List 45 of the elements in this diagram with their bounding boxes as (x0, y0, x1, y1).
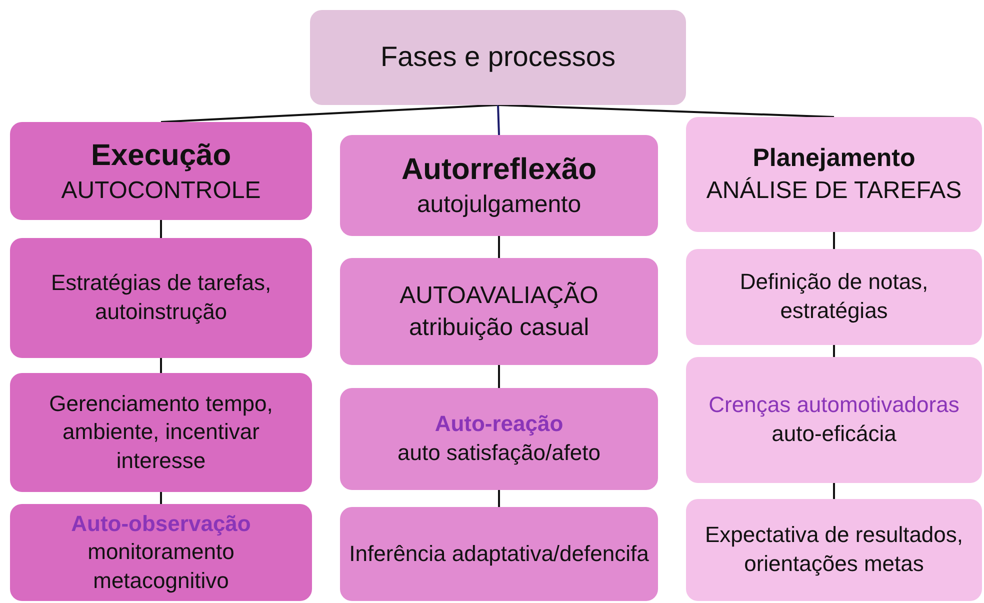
body-text: Gerenciamento tempo, ambiente, incentivar interesse (48, 390, 274, 475)
process-box (10, 373, 312, 492)
connector-line (498, 236, 500, 258)
subtitle-text: autojulgamento (416, 190, 582, 220)
process-box (686, 249, 982, 345)
phase-title: Planejamento (752, 143, 916, 174)
phase-box (340, 135, 658, 236)
process-box (340, 507, 658, 601)
body-text: auto-eficácia (772, 420, 896, 448)
body-text: Inferência adaptativa/defencifa (349, 540, 649, 568)
body-text: monitoramento metacognitivo (86, 538, 236, 595)
title-box (310, 10, 686, 105)
process-box (686, 357, 982, 483)
connector-line (497, 104, 500, 136)
connector-line (160, 104, 498, 123)
process-box (10, 504, 312, 601)
connector-line (160, 492, 162, 504)
process-heading: Auto-reação (434, 410, 564, 438)
process-heading: Crenças automotivadoras (708, 391, 960, 420)
phase-box (686, 117, 982, 232)
subtitle-text: ANÁLISE DE TAREFAS (706, 176, 962, 206)
process-box (686, 499, 982, 601)
subtitle-text: AUTOAVALIAÇÃO (400, 280, 598, 312)
process-heading: Auto-observação (71, 510, 251, 538)
process-box (10, 238, 312, 358)
process-box (340, 258, 658, 365)
body-text: Estratégias de tarefas, autoinstrução (50, 269, 272, 326)
phase-box (10, 122, 312, 220)
connector-line (833, 232, 835, 249)
title-text: Fases e processos (380, 40, 616, 74)
connector-line (498, 104, 834, 118)
subtitle-text: AUTOCONTROLE (61, 176, 261, 206)
body-text: Definição de notas, estratégias (738, 268, 930, 325)
connector-line (833, 345, 835, 357)
connector-line (160, 358, 162, 373)
phase-title: Autorreflexão (401, 152, 597, 188)
body-text: auto satisfação/afeto (397, 439, 601, 467)
body-text: Expectativa de resultados, orientações metas (704, 521, 964, 578)
connector-line (498, 365, 500, 388)
phase-title: Execução (90, 138, 232, 174)
process-box (340, 388, 658, 490)
connector-line (833, 483, 835, 499)
connector-line (498, 490, 500, 507)
connector-line (160, 220, 162, 238)
subtitle-text: atribuição casual (408, 312, 590, 342)
